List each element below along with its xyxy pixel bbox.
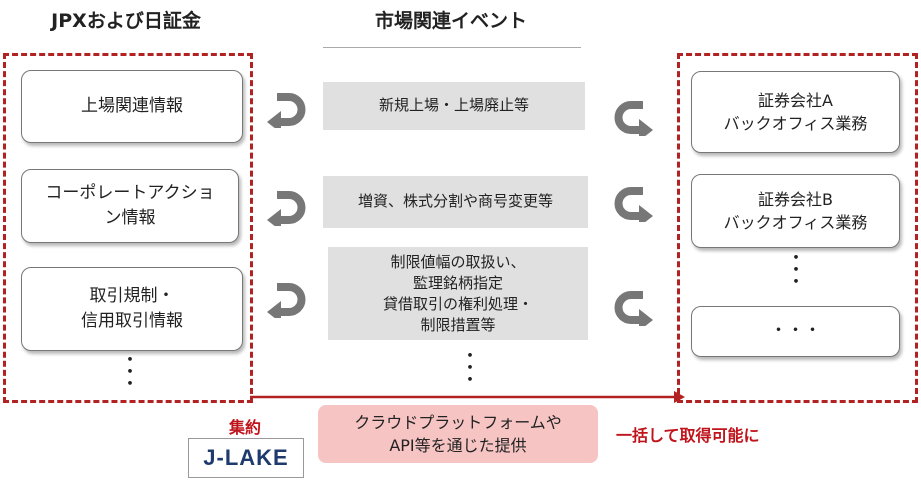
platform-box: クラウドプラットフォームや API等を通じた提供 — [318, 405, 598, 463]
u-turn-arrow-right-icon — [614, 187, 653, 222]
corporate-action-box: コーポレートアクショ ン情報 — [21, 169, 239, 243]
event-more-dots: ・ ・ ・ — [461, 346, 479, 391]
j-lake-logo: J-LAKE — [188, 438, 304, 478]
event-capital: 増資、株式分割や商号変更等 — [323, 176, 588, 228]
u-turn-arrow-left-icon — [267, 93, 306, 128]
jpx-source-group — [3, 53, 253, 403]
firm-b-box: 証券会社B バックオフィス業務 — [691, 174, 900, 248]
aggregate-label: 集約 — [228, 418, 261, 437]
result-label: 一括して取得可能に — [616, 426, 760, 445]
u-turn-arrow-left-icon — [267, 191, 306, 226]
u-turn-arrow-left-icon — [267, 283, 306, 318]
securities-firm-group — [677, 53, 918, 403]
right-more-dots: ・ ・ ・ — [787, 248, 805, 293]
j-lake-logo-text: J-LAKE — [203, 445, 289, 470]
firm-more-box: ・・・ — [691, 306, 900, 357]
heading-market-events: 市場関連イベント — [374, 10, 527, 32]
u-turn-arrow-right-icon — [614, 101, 653, 136]
event-regulation: 制限値幅の取扱い、 監理銘柄指定 貸借取引の権利処理・ 制限措置等 — [328, 247, 588, 340]
trading-regulation-box: 取引規制・ 信用取引情報 — [21, 267, 243, 351]
u-turn-arrow-right-icon — [614, 291, 653, 326]
listing-info-box: 上場関連情報 — [21, 70, 243, 143]
event-listing: 新規上場・上場廃止等 — [323, 82, 585, 130]
right-arrow-icon — [250, 391, 685, 403]
heading-underline — [323, 47, 581, 48]
firm-a-box: 証券会社A バックオフィス業務 — [691, 71, 900, 153]
heading-jpx: JPXおよび日証金 — [51, 10, 201, 32]
left-more-dots: ・ ・ ・ — [121, 350, 139, 395]
